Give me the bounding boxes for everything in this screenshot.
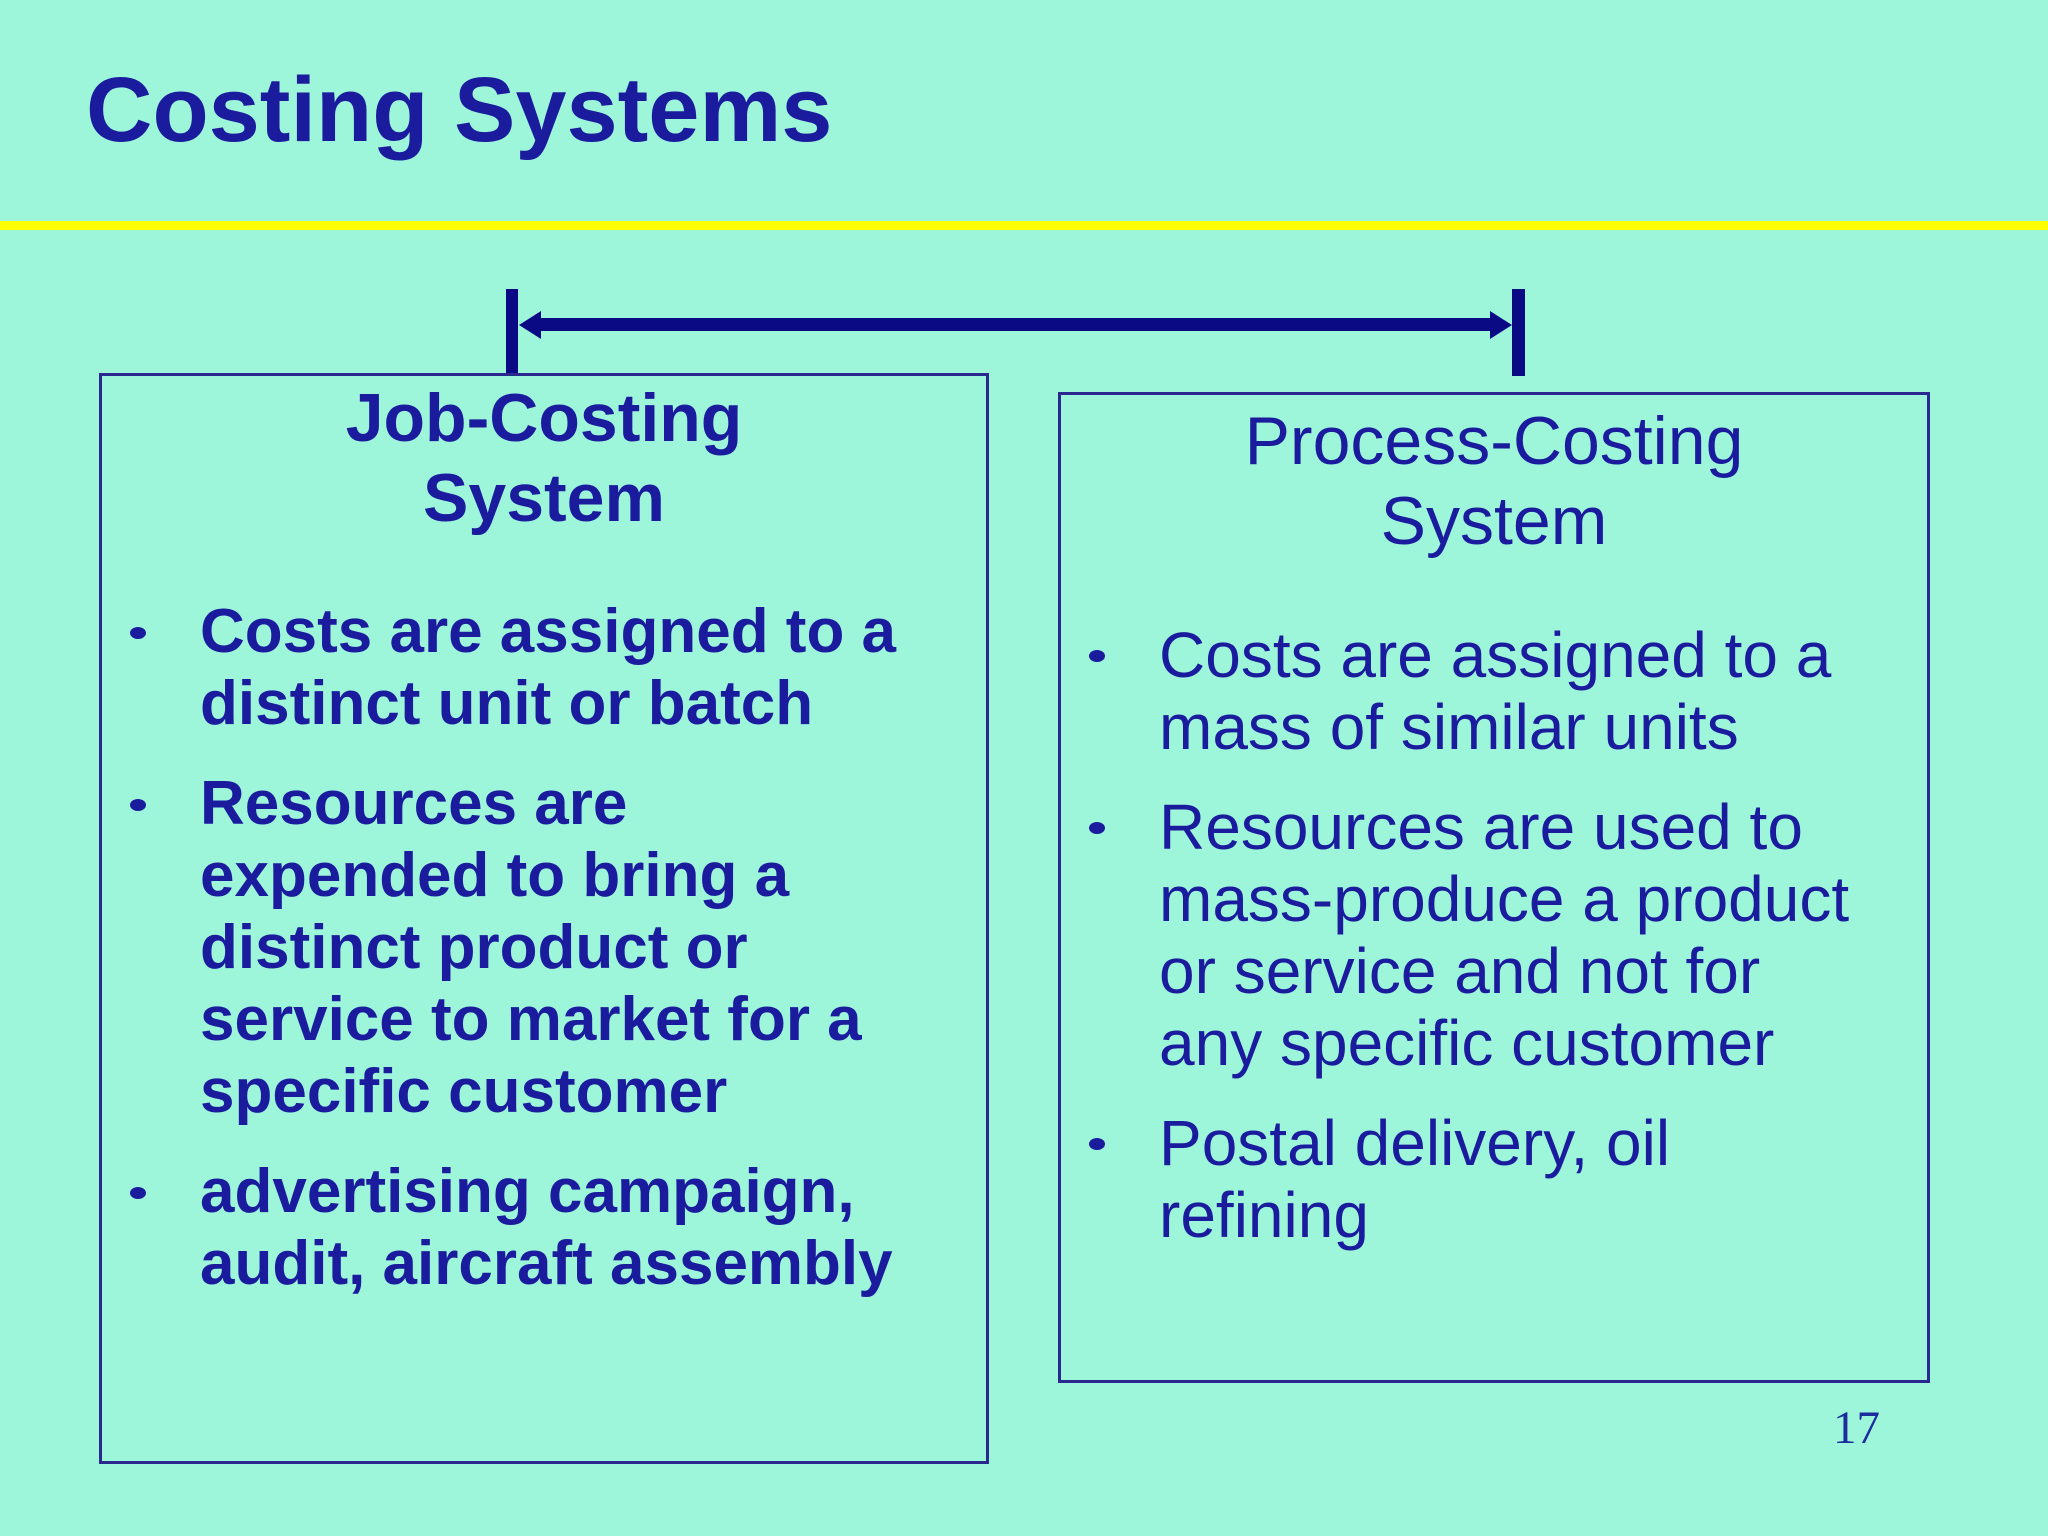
job-costing-bullet-1: Costs are assigned to a distinct unit or… xyxy=(102,596,986,740)
page-number: 17 xyxy=(1833,1402,1880,1454)
arrow-shaft xyxy=(534,318,1496,331)
job-costing-bullet-list: Costs are assigned to a distinct unit or… xyxy=(102,596,986,1300)
process-costing-box: Process-Costing System Costs are assigne… xyxy=(1058,392,1930,1383)
job-costing-box: Job-Costing System Costs are assigned to… xyxy=(99,373,989,1464)
process-costing-bullet-3: Postal delivery, oil refining xyxy=(1061,1107,1927,1251)
process-costing-bullet-list: Costs are assigned to a mass of similar … xyxy=(1061,619,1927,1251)
job-costing-bullet-3: advertising campaign, audit, aircraft as… xyxy=(102,1156,986,1300)
process-costing-box-title: Process-Costing System xyxy=(1244,403,1744,559)
job-costing-box-title: Job-Costing System xyxy=(345,380,743,536)
arrow-left-endcap xyxy=(506,289,518,374)
job-costing-bullet-2: Resources are expended to bring a distin… xyxy=(102,768,986,1128)
process-costing-bullet-1: Costs are assigned to a mass of similar … xyxy=(1061,619,1927,763)
title-divider-rule xyxy=(0,221,2048,230)
arrow-right-endcap xyxy=(1512,289,1525,376)
slide-title: Costing Systems xyxy=(86,59,833,161)
arrow-right-head-icon xyxy=(1490,311,1512,339)
process-costing-bullet-2: Resources are used to mass-produce a pro… xyxy=(1061,791,1927,1079)
